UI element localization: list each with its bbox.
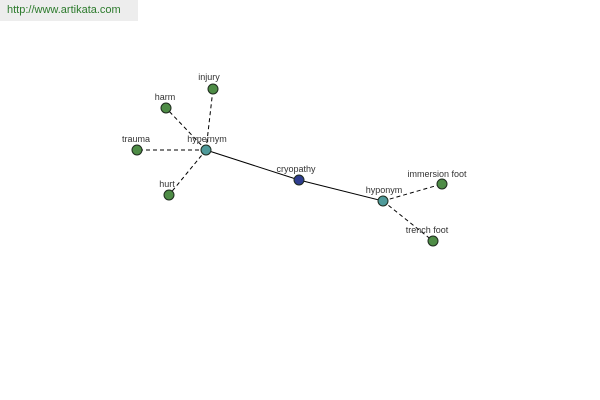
relation-node-hyponym[interactable] — [377, 195, 389, 207]
term-label-hurt: hurt — [159, 179, 175, 189]
relation-node-hypernym[interactable] — [200, 144, 212, 156]
term-node-trauma[interactable] — [131, 144, 143, 156]
label-layer: injury harm trauma hurt hypernym immersion fo… — [122, 72, 467, 235]
term-label-harm: harm — [155, 92, 176, 102]
term-label-trench-foot: trench foot — [406, 225, 449, 235]
edge-hypernym-to-hurt — [168, 149, 207, 196]
edge-center-to-hypernym — [205, 149, 300, 181]
term-node-hurt[interactable] — [163, 189, 175, 201]
relation-label-hypernym: hypernym — [187, 134, 227, 144]
edge-hypernym-to-harm — [165, 107, 207, 151]
relation-label-hyponym: hyponym — [366, 185, 403, 195]
edge-hypernym-to-injury — [205, 88, 214, 151]
edge-hyponym-to-trench-foot — [382, 200, 434, 242]
edge-center-to-hyponym — [298, 179, 384, 202]
term-label-immersion-foot: immersion foot — [407, 169, 467, 179]
term-node-trench-foot[interactable] — [427, 235, 439, 247]
site-url-link[interactable]: http://www.artikata.com — [0, 0, 138, 21]
edge-layer — [137, 88, 443, 242]
term-node-injury[interactable] — [207, 83, 219, 95]
center-label-cryopathy: cryopathy — [276, 164, 316, 174]
term-label-trauma: trauma — [122, 134, 150, 144]
term-label-injury: injury — [198, 72, 220, 82]
term-node-immersion-foot[interactable] — [436, 178, 448, 190]
edge-hyponym-to-immersion-foot — [382, 183, 443, 202]
center-node-cryopathy[interactable] — [293, 174, 305, 186]
term-node-harm[interactable] — [160, 102, 172, 114]
node-layer — [131, 83, 448, 247]
